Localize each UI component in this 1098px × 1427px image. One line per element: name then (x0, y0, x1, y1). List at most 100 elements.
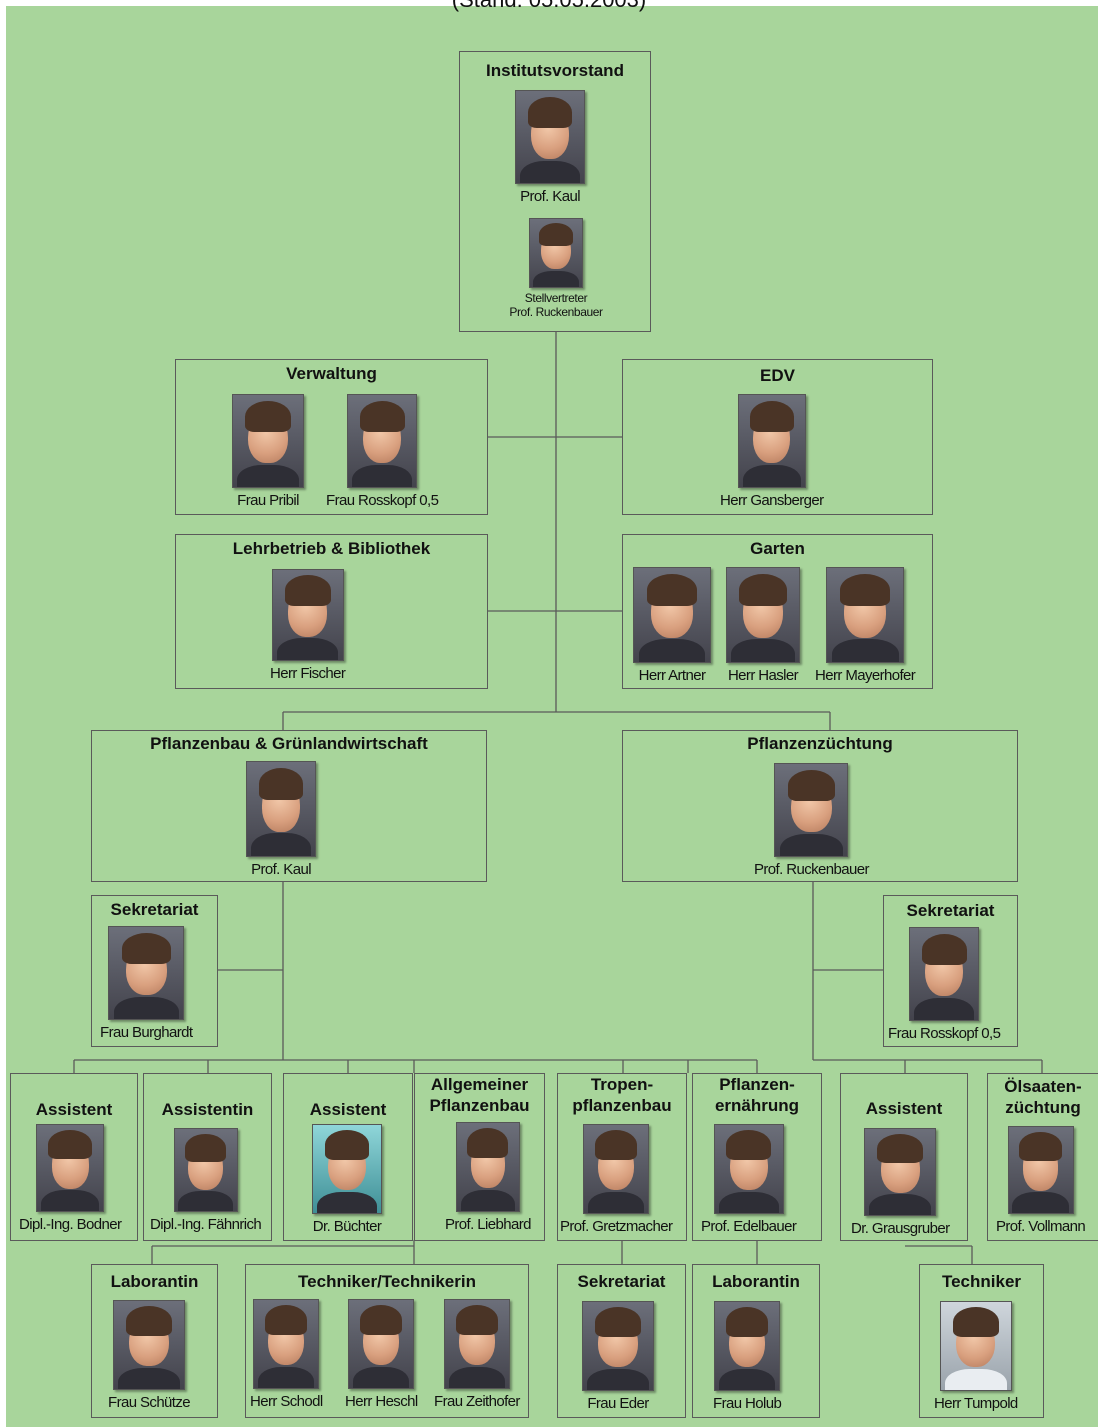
person-card: Prof. Vollmann (996, 1126, 1086, 1235)
box-title-line1: Allgemeiner (430, 1075, 529, 1094)
box-pflanzenernaehrung: Pflanzen- ernährung Prof. Edelbauer (692, 1073, 822, 1241)
box-title-line1: Pflanzen- (719, 1075, 795, 1094)
person-card: Frau Zeithofer (434, 1299, 520, 1410)
person-card: Frau Rosskopf 0,5 (326, 394, 439, 509)
date-caption: (Stand: 05.05.2003) (0, 0, 1098, 13)
box-title: EDV (760, 366, 795, 385)
box-sekretariat-left: Sekretariat Frau Burghardt (91, 895, 218, 1047)
person-name: Herr Gansberger (720, 492, 824, 509)
box-sekretariat-bottom: Sekretariat Frau Eder (557, 1264, 686, 1418)
person-card: Prof. Ruckenbauer (754, 763, 869, 878)
person-card: Prof. Kaul (246, 761, 316, 878)
box-assistent-3: Assistent Dr. Grausgruber (840, 1073, 968, 1241)
box-title-line2: ernährung (714, 1096, 800, 1115)
box-title-line2: Pflanzenbau (429, 1096, 530, 1115)
box-title: Laborantin (110, 1272, 199, 1291)
box-institutsvorstand: Institutsvorstand Prof. Kaul Stellvertre… (459, 51, 651, 332)
box-title: Assistentin (161, 1100, 254, 1119)
person-card: Prof. Kaul (515, 90, 585, 205)
box-allgemeiner-pflanzenbau: Allgemeiner Pflanzenbau Prof. Liebhard (414, 1073, 545, 1241)
person-name: Prof. Edelbauer (701, 1218, 797, 1235)
photo (108, 926, 185, 1020)
person-name: Frau Burghardt (100, 1024, 193, 1041)
box-assistent-1: Assistent Dipl.-Ing. Bodner (10, 1073, 138, 1241)
person-name: Prof. Vollmann (996, 1218, 1086, 1235)
box-tropenpflanzenbau: Tropen- pflanzenbau Prof. Gretzmacher (557, 1073, 687, 1241)
box-title: Assistent (309, 1100, 387, 1119)
photo (583, 1124, 650, 1214)
person-card: Frau Schütze (108, 1300, 191, 1411)
person-name: Herr Artner (638, 667, 706, 684)
photo (312, 1124, 382, 1214)
box-laborantin-1: Laborantin Frau Schütze (91, 1264, 218, 1418)
photo (713, 1124, 784, 1214)
person-name: Dipl.-Ing. Bodner (19, 1216, 122, 1233)
box-title: Lehrbetrieb & Bibliothek (232, 539, 431, 558)
person-card: Frau Eder (582, 1301, 654, 1412)
photo (826, 567, 905, 663)
person-role: Stellvertreter (524, 291, 588, 305)
photo (633, 567, 711, 663)
box-pflanzenbau: Pflanzenbau & Grünlandwirtschaft Prof. K… (91, 730, 487, 882)
photo (443, 1299, 510, 1389)
person-card: Herr Tumpold (934, 1301, 1018, 1412)
person-name: Herr Schodl (250, 1393, 323, 1410)
person-card: Dipl.-Ing. Bodner (19, 1124, 122, 1233)
box-title: Verwaltung (286, 364, 377, 383)
person-name: Frau Zeithofer (434, 1393, 520, 1410)
person-card: Herr Fischer (270, 569, 346, 682)
person-name: Dr. Grausgruber (851, 1220, 950, 1237)
box-title: Pflanzenbau & Grünlandwirtschaft (150, 734, 428, 753)
person-name: Prof. Kaul (520, 188, 580, 205)
person-name: Herr Heschl (345, 1393, 418, 1410)
box-title: Assistent (865, 1099, 943, 1118)
box-oelsaatenzuechtung: Ölsaaten- züchtung Prof. Vollmann (987, 1073, 1098, 1241)
photo (714, 1301, 781, 1391)
photo (582, 1301, 654, 1391)
person-card: Dr. Grausgruber (851, 1128, 950, 1237)
box-title: Assistent (35, 1100, 113, 1119)
person-card: Dr. Büchter (312, 1124, 382, 1235)
box-verwaltung: Verwaltung Frau Pribil Frau Rosskopf 0,5 (175, 359, 488, 515)
photo (455, 1122, 520, 1212)
person-name: Frau Rosskopf 0,5 (888, 1025, 1001, 1042)
person-card: Prof. Edelbauer (701, 1124, 797, 1235)
person-card: Herr Artner (633, 567, 711, 684)
photo (232, 394, 304, 488)
person-card: Herr Mayerhofer (815, 567, 916, 684)
person-name: Herr Hasler (727, 667, 799, 684)
person-name: Frau Eder (587, 1395, 649, 1412)
box-title: Sekretariat (110, 900, 199, 919)
photo (864, 1128, 937, 1216)
photo (515, 90, 585, 184)
box-title: Sekretariat (577, 1272, 666, 1291)
box-title: Garten (750, 539, 805, 558)
photo (36, 1124, 105, 1212)
person-name: Frau Rosskopf 0,5 (326, 492, 439, 509)
photo (246, 761, 316, 857)
photo (1007, 1126, 1074, 1214)
person-card: Herr Heschl (345, 1299, 418, 1410)
box-assistentin: Assistentin Dipl.-Ing. Fähnrich (143, 1073, 272, 1241)
person-card: Herr Hasler (726, 567, 800, 684)
photo (113, 1300, 185, 1390)
person-card: Prof. Liebhard (445, 1122, 531, 1233)
box-title-line2: züchtung (1005, 1098, 1081, 1117)
box-techniker-technikerin: Techniker/Technikerin Herr Schodl Herr H… (245, 1264, 529, 1418)
box-title-line2: pflanzenbau (572, 1096, 672, 1115)
person-name: Dipl.-Ing. Fähnrich (150, 1216, 262, 1233)
photo (529, 218, 583, 288)
box-title: Institutsvorstand (486, 61, 624, 80)
photo (939, 1301, 1012, 1391)
person-name: Frau Holub (713, 1395, 782, 1412)
box-techniker: Techniker Herr Tumpold (919, 1264, 1044, 1418)
person-name: Herr Tumpold (934, 1395, 1018, 1412)
box-title: Laborantin (712, 1272, 800, 1291)
photo (726, 567, 800, 663)
person-name: Prof. Ruckenbauer (754, 861, 869, 878)
person-card: Herr Schodl (250, 1299, 323, 1410)
person-card: Prof. Gretzmacher (560, 1124, 673, 1235)
person-name: Prof. Gretzmacher (560, 1218, 673, 1235)
photo (348, 1299, 415, 1389)
